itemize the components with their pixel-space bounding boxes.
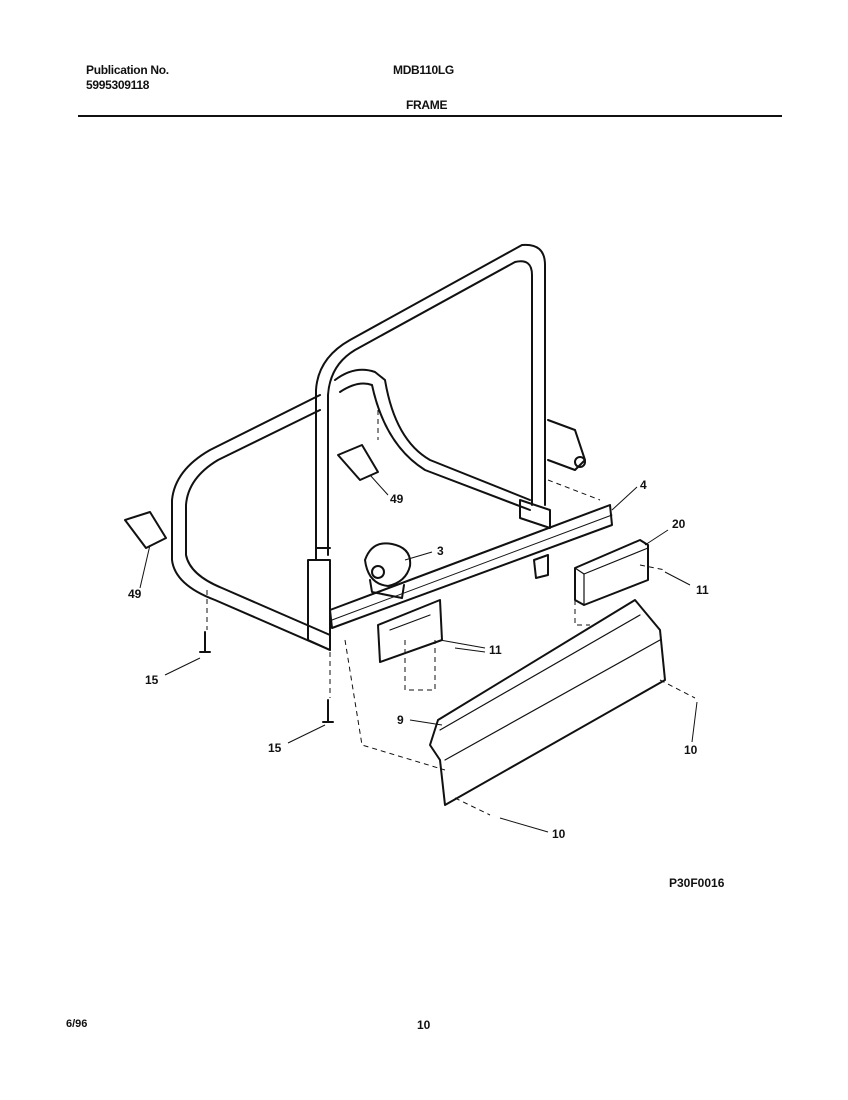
publication-number: 5995309118	[86, 78, 150, 92]
frame-left-loop	[171, 394, 331, 651]
frame-left-loop-inner	[185, 409, 331, 636]
leveling-leg-rear	[337, 444, 379, 481]
callout-11-rail: 11	[489, 643, 502, 657]
screw-15-front	[199, 631, 211, 653]
leveling-leg-front	[124, 511, 167, 549]
page-number: 10	[417, 1018, 431, 1032]
callout-3: 3	[437, 544, 444, 558]
callout-10-right: 10	[684, 743, 698, 757]
callout-49-front: 49	[128, 587, 142, 601]
screw-15-rear	[322, 699, 334, 723]
model-number: MDB110LG	[393, 63, 454, 77]
publication-date: 6/96	[66, 1018, 88, 1030]
frame-rail	[329, 504, 613, 629]
publication-label: Publication No.	[86, 63, 169, 77]
mounting-plate	[377, 599, 443, 663]
section-title: FRAME	[406, 98, 448, 112]
toe-panel	[429, 599, 666, 806]
frame-rear-loop-inner	[327, 260, 533, 556]
frame-front-upright	[307, 559, 331, 651]
callout-15-front: 15	[145, 673, 159, 687]
valve	[364, 542, 412, 587]
callout-9: 9	[397, 713, 404, 727]
rear-bracket	[547, 419, 586, 471]
frame-inner-curve-2	[339, 382, 531, 511]
frame-rear-loop	[315, 243, 546, 561]
frame-inner-curve	[334, 368, 531, 501]
figure-id: P30F0016	[669, 876, 725, 890]
callout-11-bracket: 11	[696, 583, 709, 597]
callout-49-rear: 49	[390, 492, 404, 506]
callout-20: 20	[672, 517, 686, 531]
callout-10-bottom: 10	[552, 827, 566, 841]
header-rule	[78, 115, 782, 117]
callout-4: 4	[640, 478, 647, 492]
callout-15-rear: 15	[268, 741, 282, 755]
channel-bracket	[574, 539, 649, 606]
